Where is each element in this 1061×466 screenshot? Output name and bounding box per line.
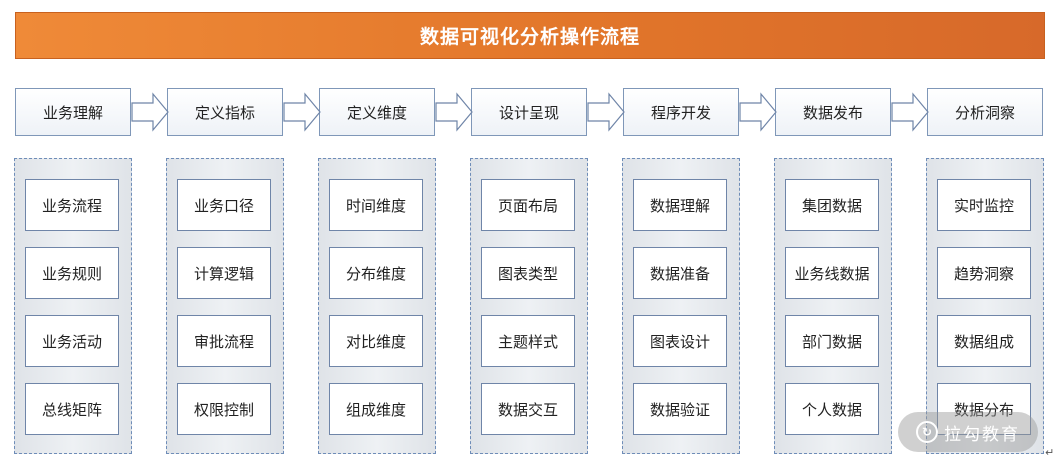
task-box: 数据理解: [633, 179, 727, 231]
column-define-metrics: 业务口径 计算逻辑 审批流程 权限控制: [166, 158, 284, 454]
task-box: 权限控制: [177, 383, 271, 435]
arrow-right-icon: [283, 92, 321, 132]
paragraph-mark-icon: ↵: [1045, 446, 1055, 459]
step-5: 程序开发: [623, 88, 739, 136]
task-box: 分布维度: [329, 247, 423, 299]
step-7: 分析洞察: [927, 88, 1043, 136]
task-box: 图表设计: [633, 315, 727, 367]
task-box: 趋势洞察: [937, 247, 1031, 299]
arrow-right-icon: [131, 92, 169, 132]
column-program-development: 数据理解 数据准备 图表设计 数据验证: [622, 158, 740, 454]
task-box: 总线矩阵: [25, 383, 119, 435]
task-box: 业务活动: [25, 315, 119, 367]
task-box: 集团数据: [785, 179, 879, 231]
column-data-publishing: 集团数据 业务线数据 部门数据 个人数据: [774, 158, 892, 454]
column-analysis-insight: 实时监控 趋势洞察 数据组成 数据分布: [926, 158, 1044, 454]
arrow-right-icon: [739, 92, 777, 132]
task-box: 业务口径: [177, 179, 271, 231]
task-box: 图表类型: [481, 247, 575, 299]
task-box: 业务线数据: [785, 247, 879, 299]
arrow-right-icon: [587, 92, 625, 132]
task-box: 个人数据: [785, 383, 879, 435]
task-box: 部门数据: [785, 315, 879, 367]
task-box: 数据组成: [937, 315, 1031, 367]
task-box: 数据准备: [633, 247, 727, 299]
task-box: 实时监控: [937, 179, 1031, 231]
watermark-text: 拉勾教育: [944, 424, 1020, 445]
task-box: 组成维度: [329, 383, 423, 435]
column-define-dimensions: 时间维度 分布维度 对比维度 组成维度: [318, 158, 436, 454]
logo-icon: ↻: [916, 421, 938, 443]
task-box: 数据分布: [937, 383, 1031, 435]
task-box: 数据验证: [633, 383, 727, 435]
task-box: 主题样式: [481, 315, 575, 367]
task-box: 对比维度: [329, 315, 423, 367]
diagram-title: 数据可视化分析操作流程: [419, 26, 640, 48]
task-box: 业务规则: [25, 247, 119, 299]
step-3: 定义维度: [319, 88, 435, 136]
watermark: ↻ 拉勾教育: [898, 412, 1038, 452]
task-box: 业务流程: [25, 179, 119, 231]
step-4: 设计呈现: [471, 88, 587, 136]
title-banner: 数据可视化分析操作流程: [15, 12, 1045, 59]
task-box: 计算逻辑: [177, 247, 271, 299]
arrow-right-icon: [891, 92, 929, 132]
arrow-right-icon: [435, 92, 473, 132]
task-box: 数据交互: [481, 383, 575, 435]
task-box: 页面布局: [481, 179, 575, 231]
step-1: 业务理解: [15, 88, 131, 136]
task-box: 审批流程: [177, 315, 271, 367]
step-2: 定义指标: [167, 88, 283, 136]
column-business-understanding: 业务流程 业务规则 业务活动 总线矩阵: [14, 158, 132, 454]
step-6: 数据发布: [775, 88, 891, 136]
task-box: 时间维度: [329, 179, 423, 231]
column-design-presentation: 页面布局 图表类型 主题样式 数据交互: [470, 158, 588, 454]
